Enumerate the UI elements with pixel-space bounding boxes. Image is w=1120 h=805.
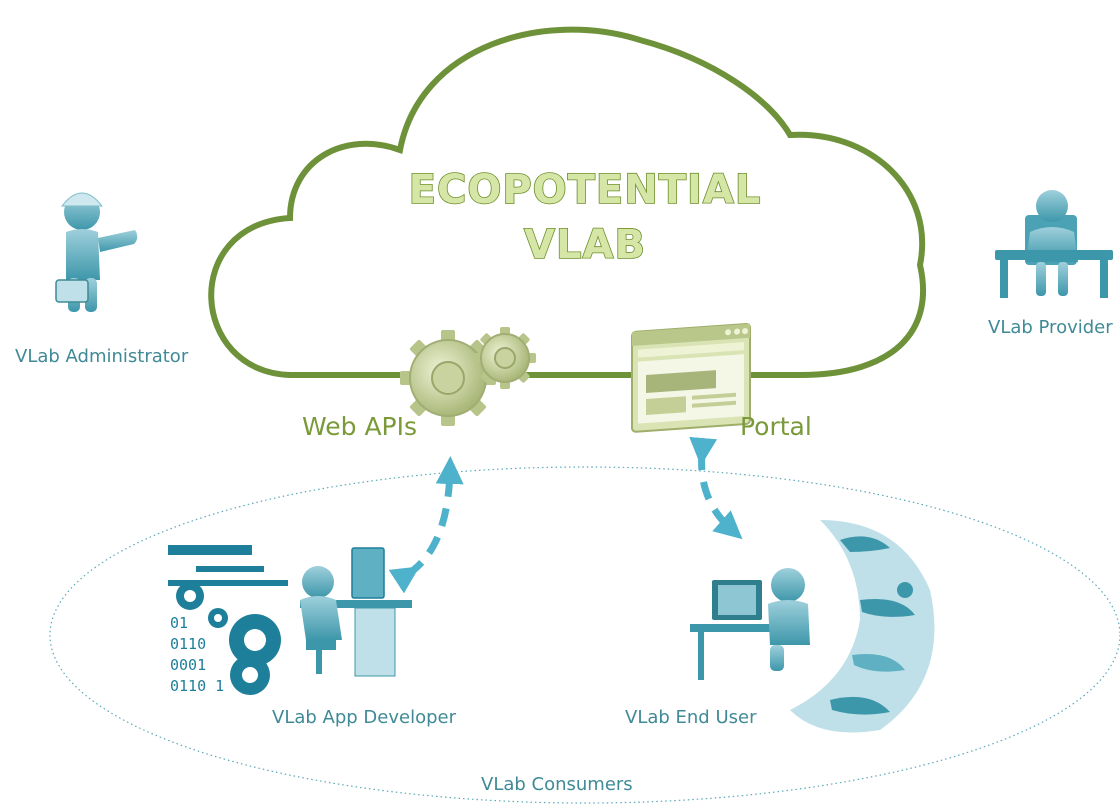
administrator-label: VLab Administrator <box>15 346 189 367</box>
gears-icon <box>400 327 536 426</box>
consumers-boundary <box>49 466 1120 804</box>
portal-label: Portal <box>740 412 812 441</box>
portal-enduser-arrow <box>689 436 743 540</box>
consumers-group-label: VLab Consumers <box>481 774 633 795</box>
binary-line-1: 01 <box>170 614 188 632</box>
app-developer-figure-icon: 01 0110 0001 0110 1 <box>168 545 412 695</box>
web-apis-label: Web APIs <box>302 412 417 441</box>
binary-line-3: 0001 <box>170 656 206 674</box>
vlab-cloud <box>208 26 927 378</box>
cloud-title-line1: ECOPOTENTIAL <box>409 167 762 213</box>
end-user-label: VLab End User <box>625 707 757 728</box>
webapi-developer-arrow <box>388 456 464 594</box>
app-developer-label: VLab App Developer <box>272 707 457 728</box>
provider-figure-icon <box>995 190 1113 298</box>
binary-line-4: 0110 1 <box>170 677 224 695</box>
cog-icon <box>176 582 281 695</box>
administrator-figure-icon <box>55 192 138 312</box>
marine-life-icon <box>790 520 935 733</box>
end-user-figure-icon <box>690 520 935 733</box>
cloud-title-line2: VLAB <box>524 222 646 268</box>
portal-browser-icon <box>631 323 751 433</box>
provider-label: VLab Provider <box>988 317 1113 338</box>
binary-line-2: 0110 <box>170 635 206 653</box>
